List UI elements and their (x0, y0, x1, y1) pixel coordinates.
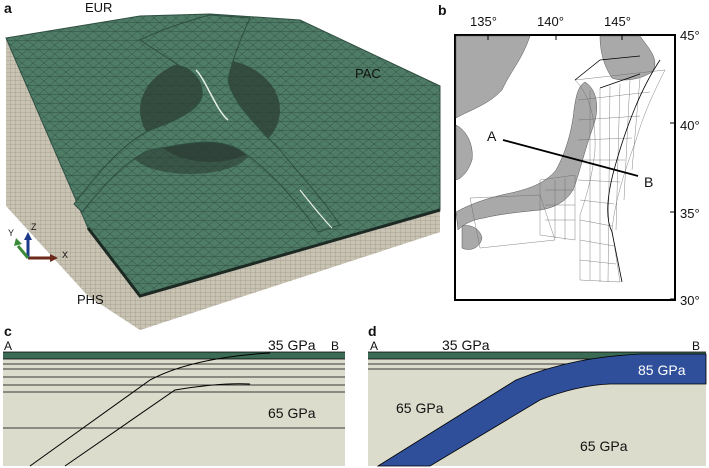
panel-a-letter: a (4, 0, 12, 16)
land-asia (455, 35, 531, 119)
section-c-lower-modulus: 65 GPa (268, 405, 316, 421)
section-d-lower-modulus: 65 GPa (580, 438, 628, 454)
block-left-wall (6, 38, 88, 296)
axis-label-y: Y (8, 228, 15, 238)
axis-label-x: X (62, 250, 69, 260)
section-c-label-a: A (4, 339, 13, 353)
land-kyushu (461, 225, 483, 250)
panel-c-letter: c (4, 323, 12, 339)
axis-triad (14, 232, 58, 262)
block-right-wall (140, 210, 440, 330)
axis-label-z: Z (31, 222, 37, 232)
lat-tick-45: 45° (680, 28, 700, 43)
panel-d-letter: d (368, 323, 377, 339)
slab-body-d (376, 353, 707, 467)
plate-label-pac: PAC (355, 66, 381, 81)
panel-b-letter: b (438, 2, 447, 18)
section-c-label-b: B (331, 339, 340, 353)
lat-tick-35: 35° (680, 206, 700, 221)
lat-tick-40: 40° (680, 118, 700, 133)
lon-tick-145: 145° (604, 14, 631, 29)
profile-label-a: A (487, 128, 497, 144)
section-c-upper-modulus: 35 GPa (268, 337, 316, 353)
profile-line-ab (502, 139, 639, 177)
lat-tick-30: 30° (680, 293, 700, 308)
section-d-label-b: B (692, 339, 701, 353)
section-d-slab-modulus: 85 GPa (638, 362, 686, 378)
lon-tick-140: 140° (537, 14, 564, 29)
slab-sheet (73, 14, 341, 233)
slab-top-line-c (29, 352, 271, 467)
land-korea (455, 124, 473, 181)
section-d-left-modulus: 65 GPa (396, 400, 444, 416)
section-d-label-a: A (370, 339, 379, 353)
slab-bottom-line-c (64, 383, 251, 467)
plate-label-phs: PHS (77, 292, 104, 307)
lon-tick-135: 135° (470, 14, 497, 29)
section-d-upper-modulus: 35 GPa (442, 337, 490, 353)
profile-label-b: B (644, 174, 654, 190)
plate-label-eur: EUR (85, 0, 113, 15)
